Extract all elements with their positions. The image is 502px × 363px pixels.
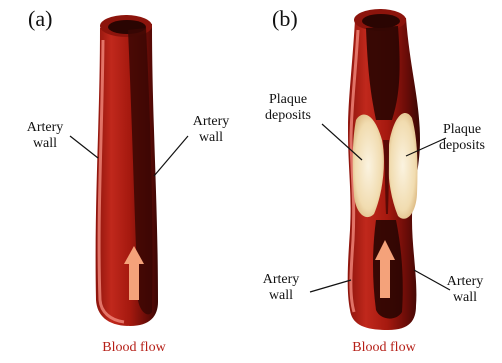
panel-a-label: (a) [28, 8, 52, 30]
plaque-deposits-label-left: Plaque deposits [250, 92, 326, 124]
leader-b-wall-left [310, 280, 351, 292]
plaque-deposits-label-right: Plaque deposits [424, 122, 500, 154]
artery-wall-label-b-left: Artery wall [250, 272, 312, 304]
artery-wall-label-a-left: Artery wall [14, 120, 76, 152]
artery-wall-label-a-right: Artery wall [180, 114, 242, 146]
blood-flow-caption-a: Blood flow [84, 340, 184, 356]
artery-wall-label-b-right: Artery wall [434, 274, 496, 306]
artery-a [70, 15, 188, 326]
panel-b-label: (b) [272, 8, 298, 30]
blood-flow-caption-b: Blood flow [334, 340, 434, 356]
artery-b-lumen-top [362, 14, 400, 28]
artery-b [310, 9, 450, 330]
